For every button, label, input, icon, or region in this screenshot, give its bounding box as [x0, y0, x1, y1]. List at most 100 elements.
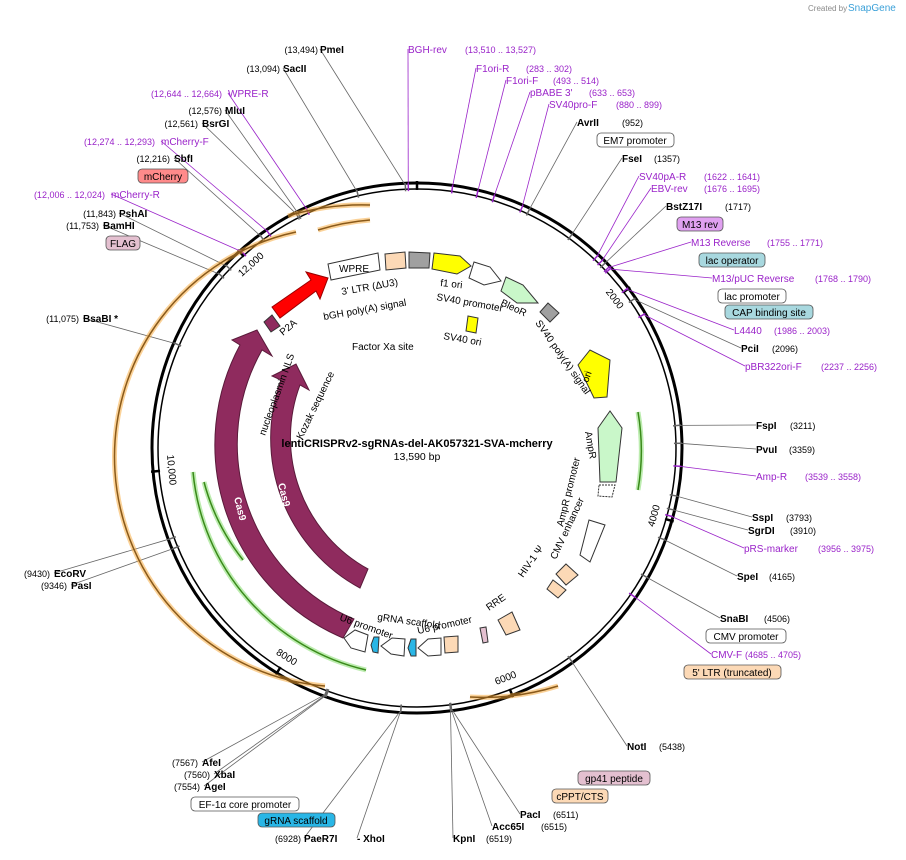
snapgene-logo-text: SnapGene [848, 3, 896, 14]
feature-u6-promoter-b [381, 638, 405, 656]
callout-line [494, 92, 530, 197]
label-f1ori: f1 ori [440, 278, 463, 291]
primer-pos-m13-reverse: (1755 .. 1771) [767, 238, 823, 248]
primer-pos-f1ori-r: (283 .. 302) [526, 64, 572, 74]
primer-pos-cmv-f: (4685 .. 4705) [745, 650, 801, 660]
svg-text:CAP binding site: CAP binding site [732, 308, 806, 319]
primer-pos-pbr322ori-f: (2237 .. 2256) [821, 362, 877, 372]
callout-line [605, 206, 666, 264]
site-pos-pasi: (9346) [41, 581, 67, 591]
feature-ampr-promoter [598, 485, 615, 497]
callout-line [597, 176, 639, 256]
site-pos-kpni: (6519) [486, 834, 512, 844]
box-em7: EM7 promoter [597, 133, 674, 147]
box-gp41: gp41 peptide [578, 771, 650, 785]
svg-text:cPPT/CTS: cPPT/CTS [556, 792, 604, 803]
primer-name-mcherry-r: mCherry-R [111, 190, 160, 201]
box-cppt: cPPT/CTS [552, 789, 608, 803]
feature-cmv-enhancer [580, 520, 605, 562]
callout-line [283, 68, 357, 192]
svg-text:mCherry: mCherry [144, 172, 182, 183]
credit-text: Created by [808, 4, 847, 13]
site-pos-pvui: (3359) [789, 445, 815, 455]
site-name-pcii: PciI [741, 344, 759, 355]
site-name-bstz17i: BstZ17I [666, 202, 702, 213]
site-pos-paci: (6511) [553, 810, 578, 820]
callout-line [610, 269, 712, 278]
site-name-ecorv: EcoRV [54, 569, 86, 580]
site-mark [673, 466, 681, 467]
site-name-sbfi: SbfI [174, 154, 193, 165]
box-cap: CAP binding site [725, 305, 813, 319]
box-cmv-promoter: CMV promoter [706, 629, 786, 643]
svg-text:CMV promoter: CMV promoter [713, 632, 779, 643]
feature-mcherry-arrow [272, 272, 328, 318]
label-wpre: WPRE [339, 264, 369, 275]
label-sv40-polya: SV40 poly(A) signal [533, 318, 592, 396]
site-name-xhoi: - XhoI [357, 834, 385, 845]
site-name-mlui: MluI [225, 106, 245, 117]
svg-text:FLAG: FLAG [110, 239, 136, 250]
primer-name-m13-reverse: M13 Reverse [691, 238, 751, 249]
primer-name-pbabe3: pBABE 3' [530, 88, 573, 99]
site-pos-fsei: (1357) [654, 154, 680, 164]
primer-name-amp-r: Amp-R [756, 472, 787, 483]
callout-line [202, 123, 297, 214]
site-name-fspi: FspI [756, 421, 777, 432]
feature-sv40-promoter [469, 262, 501, 285]
primer-pos-wpre-r: (12,644 .. 12,664) [151, 89, 222, 99]
label-factor-xa: Factor Xa site [352, 342, 414, 353]
site-pos-spei: (4165) [769, 572, 795, 582]
site-name-pasi: PasI [71, 581, 92, 592]
site-pos-sgrdi: (3910) [790, 526, 816, 536]
site-name-noti: NotI [627, 742, 647, 753]
site-name-agei: AgeI [204, 782, 226, 793]
site-name-pmei: PmeI [320, 45, 344, 56]
svg-text:EM7 promoter: EM7 promoter [603, 136, 667, 147]
callout-line [71, 548, 174, 585]
feature-hiv-psi [556, 564, 578, 585]
primer-name-cmv-f: CMV-F [711, 650, 742, 661]
feature-sv40ori-box [466, 316, 478, 333]
svg-text:M13 rev: M13 rev [682, 220, 718, 231]
site-name-spei: SpeI [737, 572, 758, 583]
site-pos-bstz17i: (1717) [725, 202, 751, 212]
primer-pos-mcherry-f: (12,274 .. 12,293) [84, 137, 155, 147]
primer-pos-mcherry-r: (12,006 .. 12,024) [34, 190, 105, 200]
primer-name-prs-marker: pRS-marker [744, 544, 799, 555]
callout-line [679, 466, 756, 476]
site-name-pvui: PvuI [756, 445, 777, 456]
site-pos-sacii: (13,094) [246, 64, 280, 74]
callout-line [522, 104, 549, 207]
site-pos-acc65i: (6515) [541, 822, 567, 832]
primer-pos-prs-marker: (3956 .. 3975) [818, 544, 874, 554]
site-pos-noti: (5438) [659, 742, 685, 752]
site-pos-bsrgi: (12,561) [164, 119, 198, 129]
primer-name-sv40pa-r: SV40pA-R [639, 172, 686, 183]
site-name-bsrgi: BsrGI [202, 119, 229, 130]
label-sv40-ori: SV40 ori [442, 331, 482, 348]
feature-3ltr [385, 252, 406, 270]
green-arc-right [638, 412, 641, 490]
callout-line [202, 694, 325, 762]
feature-ef1a [344, 630, 368, 652]
label-sv40-promoter: SV40 promoter [435, 292, 504, 315]
box-grna: gRNA scaffold [258, 813, 335, 827]
site-name-paer7i: PaeR7I [304, 834, 338, 845]
label-bgh: bGH poly(A) signal [323, 298, 408, 323]
primer-name-ebv-rev: EBV-rev [651, 184, 688, 195]
label-hiv-psi: HIV-1 Ψ [516, 544, 546, 580]
site-name-sgrdi: SgrDI [748, 526, 775, 537]
box-5ltr: 5' LTR (truncated) [684, 665, 781, 679]
tick-label: 8000 [274, 647, 299, 668]
callout-line [671, 516, 744, 548]
callout-line [529, 122, 577, 210]
box-mcherry: mCherry [138, 169, 188, 183]
primer-name-bgh-rev: BGH-rev [408, 45, 447, 56]
primer-name-f1ori-r: F1ori-R [476, 64, 509, 75]
svg-text:5' LTR (truncated): 5' LTR (truncated) [692, 668, 772, 679]
callout-line [608, 242, 691, 268]
callout-line [634, 596, 711, 654]
feature-cppt [444, 636, 458, 653]
